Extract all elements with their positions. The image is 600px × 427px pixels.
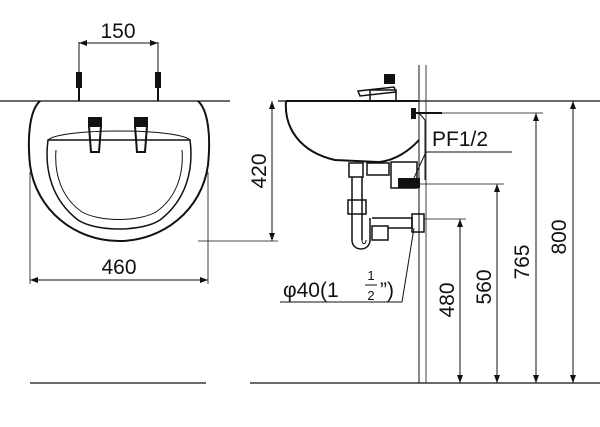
basin-deck [47,130,191,141]
basin-outer-outline [27,100,211,243]
width-dimension: 460 [29,172,209,284]
rim-height-dimension: 800 [548,101,576,383]
drain-diameter-callout: φ40(1 1 2 ”) [280,227,415,303]
pipe-thread-label: PF1/2 [432,128,488,151]
drain-fraction-denominator: 2 [367,288,374,303]
basin-inner-bowl [46,139,192,230]
drain-trap-icon [347,161,425,250]
tap-spacing-dimension: 150 [79,20,158,46]
tap-spacing-label: 150 [100,20,135,43]
drain-fraction-numerator: 1 [367,268,374,283]
depth-dimension: 420 [198,101,278,242]
supply-stub-left-icon [76,42,82,101]
left-tap-icon [87,117,103,153]
right-tap-icon [133,117,149,153]
width-label: 460 [101,256,136,279]
pipe-thread-leader-diag [412,151,427,181]
angle-valve-icon [411,108,442,180]
supply-height-dimension: 560 [420,183,504,383]
supply-height-label: 560 [473,269,496,304]
trap-top-height-label: 765 [511,244,534,279]
faucet-icon [356,74,398,102]
drain-height-dimension: 480 [424,218,466,383]
basin-bowl-rim [55,149,183,220]
rim-height-label: 800 [548,219,571,254]
basin-side-profile [284,100,420,164]
drain-height-label: 480 [436,282,459,317]
trap-top-height-dimension: 765 [442,112,543,383]
side-view: PF1/2 φ40(1 1 2 ”) [250,65,600,384]
drain-leader-diagonal [401,227,415,303]
depth-label: 420 [248,153,271,188]
drain-diameter-label: φ40(1 [283,279,339,302]
drain-diameter-suffix: ”) [380,279,394,302]
front-view: 150 460 420 [0,20,278,384]
supply-stub-right-icon [155,42,161,101]
